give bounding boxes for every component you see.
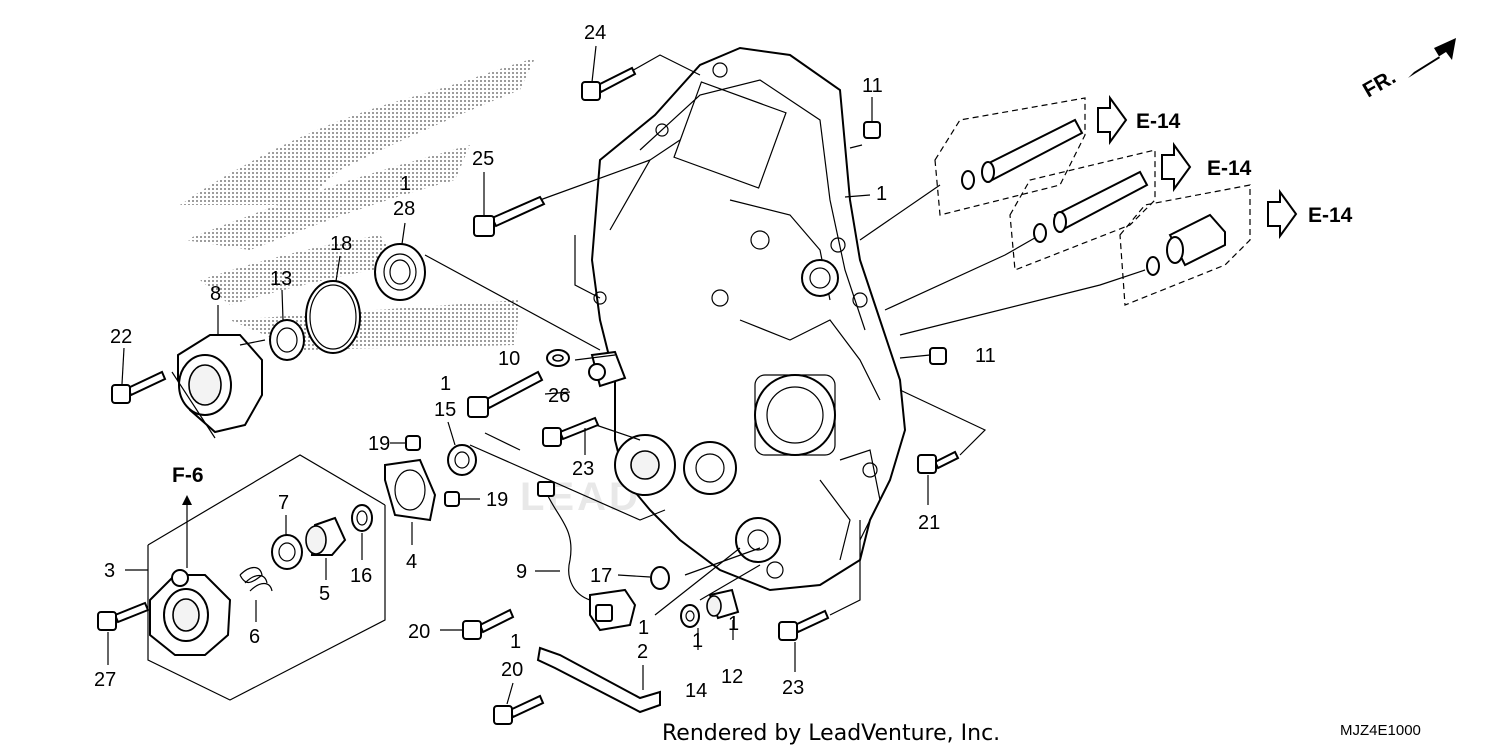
- washer-10: [546, 349, 570, 367]
- callout-9: 9: [516, 561, 527, 583]
- section-references: E-14 E-14 E-14 F-6: [172, 110, 1353, 487]
- callout-11: 11: [862, 75, 883, 97]
- callout-28: 28: [393, 198, 415, 220]
- callout-1: 1: [876, 183, 887, 205]
- clamp-2: [536, 646, 661, 714]
- bolt-23-upper: [542, 416, 600, 455]
- oil-seal-16: [351, 504, 373, 560]
- callouts: 24 11 25 1 28 18 13 8 22 1 10 1 15 26 11…: [94, 22, 996, 702]
- callout-1: 1: [400, 173, 411, 195]
- bolt-23-lower: [778, 609, 830, 672]
- spring-6: [239, 566, 273, 622]
- arrow-icon: [1161, 141, 1192, 193]
- callout-13: 13: [270, 268, 292, 290]
- pipe-fitting-1: [961, 118, 1084, 190]
- callout-1: 1: [728, 613, 739, 635]
- callout-12: 12: [721, 666, 743, 688]
- bolt-27: [97, 601, 150, 665]
- arrow-icon: [1267, 188, 1298, 240]
- bolt-26: [467, 370, 544, 418]
- callout-3: 3: [104, 560, 115, 582]
- callout-1: 1: [692, 630, 703, 652]
- callout-23: 23: [782, 677, 804, 699]
- callout-20: 20: [408, 621, 430, 643]
- reference-groups: [934, 94, 1298, 306]
- gasket-4: [384, 458, 437, 545]
- callout-10: 10: [498, 348, 520, 370]
- front-arrow-icon: [1408, 38, 1456, 78]
- callout-2: 2: [637, 641, 648, 663]
- housing-3: [125, 495, 232, 656]
- reference-e14[interactable]: E-14: [1308, 204, 1353, 227]
- callout-7: 7: [278, 492, 289, 514]
- bolt-21: [917, 450, 960, 505]
- front-direction: FR.: [1359, 38, 1456, 102]
- callout-1: 1: [510, 631, 521, 653]
- callout-15: 15: [434, 399, 456, 421]
- bearing-15: [447, 421, 477, 476]
- callout-4: 4: [406, 551, 417, 573]
- oil-seal-14: [680, 604, 700, 650]
- bolt-25: [473, 172, 546, 237]
- credit-text: Rendered by LeadVenture, Inc.: [662, 721, 1000, 746]
- callout-1: 1: [440, 373, 451, 395]
- callout-26: 26: [548, 385, 570, 407]
- callout-22: 22: [110, 326, 132, 348]
- bolt-20-upper: [440, 608, 515, 640]
- reference-f6[interactable]: F-6: [172, 464, 204, 487]
- bolt-20-lower: [493, 682, 545, 725]
- crankcase-cover: [588, 46, 907, 592]
- honda-wing-logo: [180, 58, 535, 350]
- bearing-28: [374, 222, 426, 301]
- callout-19: 19: [368, 433, 390, 455]
- arrow-icon: [1097, 94, 1128, 146]
- callout-19: 19: [486, 489, 508, 511]
- housing-8: [171, 305, 266, 439]
- callout-6: 6: [249, 626, 260, 648]
- reference-e14[interactable]: E-14: [1136, 110, 1181, 133]
- callout-17: 17: [590, 565, 612, 587]
- callout-5: 5: [319, 583, 330, 605]
- bearing-7: [271, 515, 303, 570]
- reference-e14[interactable]: E-14: [1207, 157, 1252, 180]
- bolt-22: [111, 347, 167, 404]
- sensor-fitting: [1146, 213, 1226, 276]
- callout-18: 18: [330, 233, 352, 255]
- callout-8: 8: [210, 283, 221, 305]
- callout-1: 1: [638, 617, 649, 639]
- collar-12: [706, 588, 740, 640]
- o-ring-18: [305, 255, 361, 354]
- dowel-pin-11-top: [863, 97, 881, 139]
- diagram-code: MJZ4E1000: [1340, 722, 1421, 739]
- callout-24: 24: [584, 22, 606, 44]
- oil-seal-13: [269, 289, 305, 361]
- front-label: FR.: [1359, 65, 1400, 102]
- rotor-5: [305, 516, 347, 580]
- callout-16: 16: [350, 565, 372, 587]
- callout-23: 23: [572, 458, 594, 480]
- dowel-pin-11-right: [929, 347, 947, 365]
- callout-27: 27: [94, 669, 116, 691]
- pipe-fitting-2: [1033, 170, 1149, 243]
- callout-21: 21: [918, 512, 940, 534]
- callout-25: 25: [472, 148, 494, 170]
- callout-20: 20: [501, 659, 523, 681]
- callout-11: 11: [975, 345, 996, 367]
- bolt-24: [581, 45, 637, 101]
- o-ring-17: [617, 566, 670, 590]
- dowel-pin-19-lower: [444, 491, 480, 507]
- dowel-pin-19-top: [390, 435, 421, 451]
- sensor-9: [535, 481, 637, 632]
- callout-14: 14: [685, 680, 707, 702]
